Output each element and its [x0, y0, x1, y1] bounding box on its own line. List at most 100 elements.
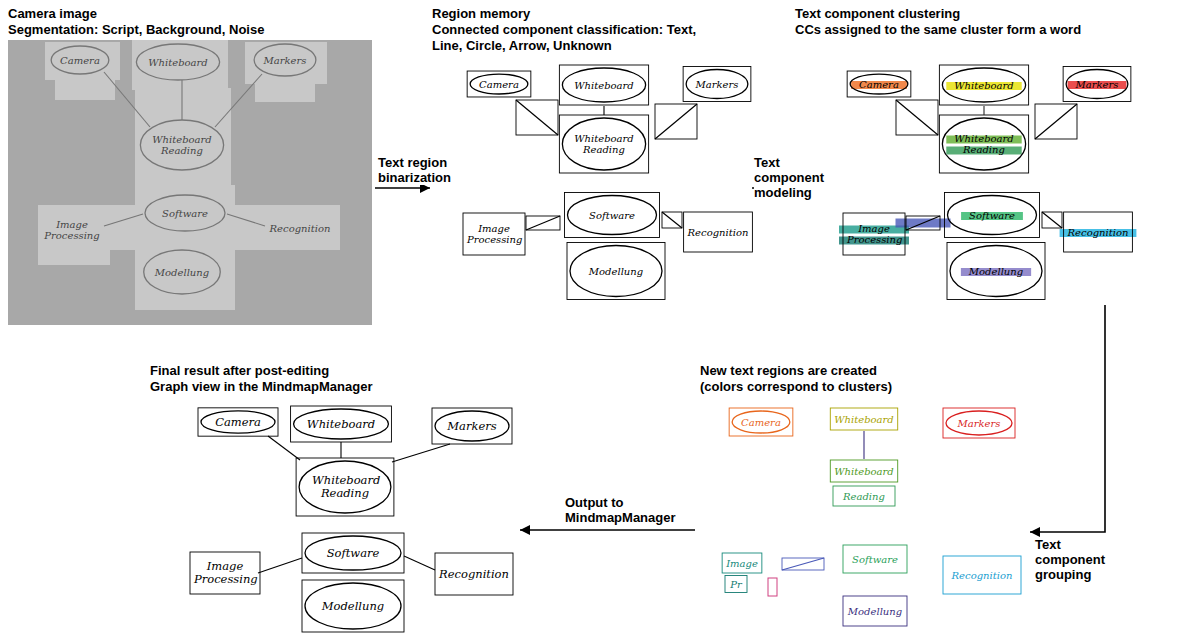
- line-component-box: [526, 216, 560, 230]
- line-component-box: [516, 100, 558, 135]
- handwritten-ellipse: [136, 44, 219, 80]
- camera-photo: [8, 40, 372, 325]
- component-box: [302, 533, 404, 573]
- handwritten-word: Markers: [447, 420, 496, 433]
- cluster-mark: [768, 578, 777, 596]
- handwritten-word: Software: [852, 554, 898, 565]
- handwritten-word: Whiteboard: [574, 80, 633, 91]
- line-component-box: [655, 104, 697, 139]
- component-box: [463, 213, 525, 255]
- component-box: [847, 71, 911, 97]
- mindmap-line: [227, 214, 265, 226]
- handwritten-word: Markers: [696, 79, 739, 90]
- component-box: [722, 553, 762, 573]
- component-box: [1063, 67, 1131, 102]
- panel-heading: New text regions are created: [700, 363, 1030, 379]
- segment-block: [45, 42, 120, 80]
- mindmap-line: [603, 106, 604, 115]
- handwritten-ellipse: [305, 583, 401, 629]
- handwritten-ellipse: [562, 118, 645, 170]
- handwritten-word: Camera: [60, 55, 100, 66]
- component-box: [565, 193, 660, 238]
- handwritten-word: Whiteboard Reading: [152, 134, 211, 156]
- component-box: [939, 65, 1028, 105]
- step-label: Text component modeling: [754, 155, 824, 200]
- line-component: [516, 100, 558, 135]
- mindmap-line: [392, 444, 450, 462]
- handwritten-word: Whiteboard: [954, 80, 1013, 91]
- handwritten-word: Markers: [958, 418, 1001, 429]
- photo-ground: [8, 40, 372, 325]
- handwritten-ellipse: [570, 246, 662, 297]
- segment-block: [135, 88, 231, 188]
- component-box: [684, 212, 753, 252]
- handwritten-word: Image Processing: [847, 223, 901, 245]
- line-component: [1035, 104, 1077, 139]
- process-arrow: [520, 529, 695, 531]
- handwritten-word: Whiteboard: [148, 57, 207, 68]
- pipeline-panel: Camera imageSegmentation: Script, Backgr…: [5, 3, 375, 328]
- handwritten-ellipse: [950, 246, 1042, 297]
- component-box: [559, 65, 648, 105]
- handwritten-word: Whiteboard Reading: [312, 474, 378, 499]
- handwritten-word: Markers: [1076, 79, 1119, 90]
- handwritten-ellipse: [1066, 70, 1128, 99]
- handwritten-ellipse: [305, 536, 401, 570]
- component-box: [943, 408, 1015, 438]
- line-component-box: [906, 216, 940, 230]
- line-component-box: [782, 558, 824, 570]
- mindmap-line: [983, 106, 984, 115]
- component-box: [559, 115, 648, 173]
- component-box: [725, 576, 747, 593]
- panel-heading: Graph view in the MindmapManager: [150, 379, 520, 395]
- handwritten-ellipse: [942, 118, 1025, 170]
- panel-heading: CCs assigned to the same cluster form a …: [795, 22, 1135, 38]
- component-box: [567, 243, 665, 300]
- mindmap-line: [104, 214, 143, 226]
- component-box: [943, 556, 1021, 594]
- component-box: [198, 408, 278, 436]
- line-component: [896, 100, 938, 135]
- component-box: [683, 67, 751, 102]
- mindmap-line: [863, 431, 864, 459]
- handwritten-ellipse: [140, 120, 223, 170]
- handwritten-ellipse: [732, 411, 790, 433]
- handwritten-word: Software: [969, 210, 1015, 221]
- process-arrow: [1030, 305, 1105, 532]
- component-box: [843, 545, 907, 573]
- handwritten-word: Modellung: [322, 600, 384, 613]
- component-box: [830, 408, 897, 430]
- sketch-shapes: [51, 44, 1136, 632]
- handwritten-word: Recognition: [270, 223, 331, 234]
- handwritten-word: Software: [589, 210, 635, 221]
- component-box: [830, 460, 897, 482]
- pipeline-panel: Text component clusteringCCs assigned to…: [790, 3, 1135, 305]
- component-box: [939, 115, 1028, 173]
- handwritten-ellipse: [562, 68, 645, 102]
- line-component: [906, 216, 940, 230]
- handwritten-ellipse: [254, 44, 316, 76]
- handwritten-word: Camera: [859, 79, 899, 90]
- handwritten-ellipse: [470, 74, 528, 94]
- handwritten-word: Software: [327, 547, 380, 560]
- panel-heading: Segmentation: Script, Background, Noise: [8, 22, 375, 38]
- handwritten-ellipse: [942, 68, 1025, 102]
- panel-heading: Text component clustering: [795, 6, 1135, 22]
- handwritten-word: Reading: [843, 491, 885, 502]
- handwritten-ellipse: [948, 196, 1037, 235]
- handwritten-ellipse: [299, 461, 391, 513]
- handwritten-ellipse: [51, 46, 109, 74]
- handwritten-word: Whiteboard: [307, 418, 375, 431]
- handwritten-word: Recognition: [439, 568, 509, 581]
- step-label: Output to MindmapManager: [565, 495, 676, 525]
- handwritten-word: Recognition: [952, 570, 1013, 581]
- mindmap-line: [215, 74, 262, 127]
- component-box: [432, 408, 512, 444]
- segment-block: [255, 80, 315, 102]
- component-box: [190, 552, 260, 594]
- handwritten-ellipse: [686, 70, 748, 99]
- component-box: [302, 580, 404, 632]
- line-component: [655, 104, 697, 139]
